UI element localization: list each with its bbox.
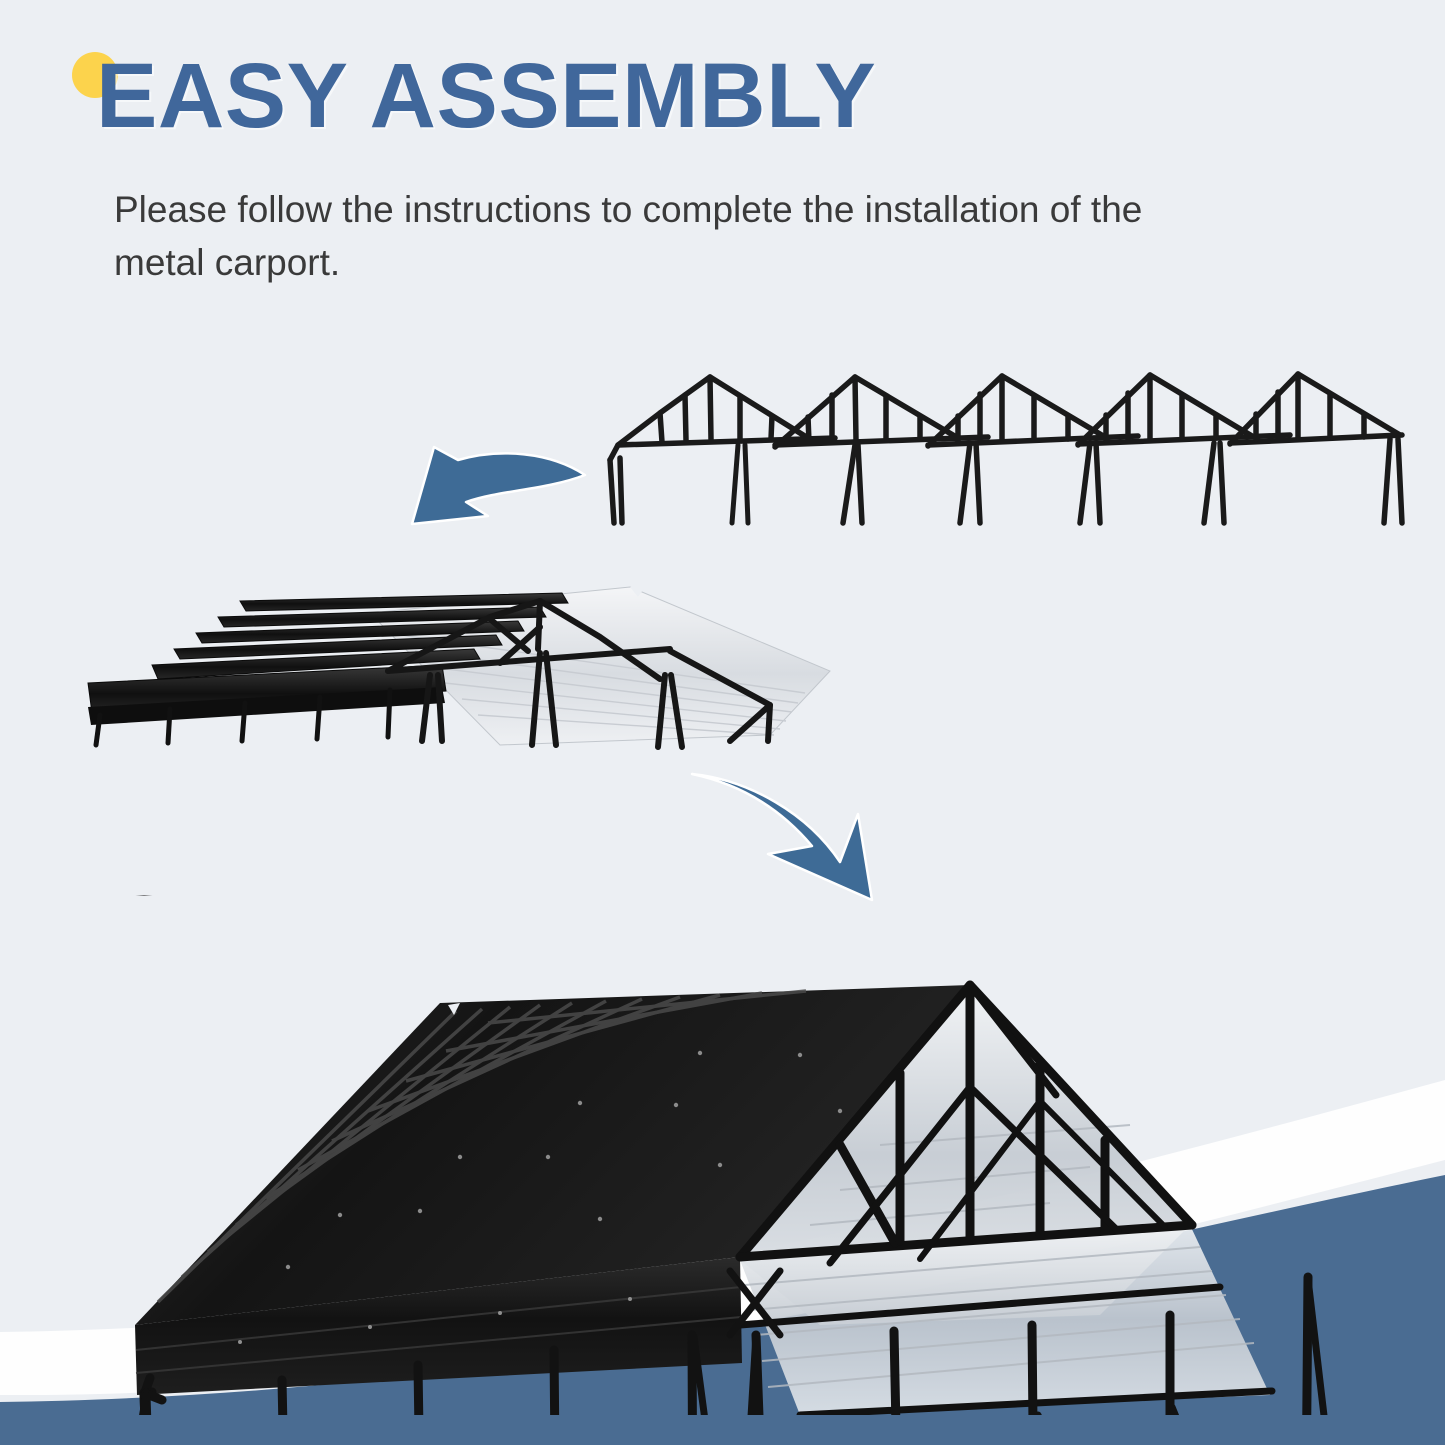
carport-posts-and-rails bbox=[139, 1272, 1328, 1415]
curved-arrow-icon bbox=[690, 772, 874, 902]
roof-dark-beams bbox=[87, 592, 569, 748]
roof-truss-structure bbox=[385, 598, 773, 750]
step-arrow-down-right bbox=[680, 762, 910, 912]
completed-metal-carport-illustration bbox=[40, 895, 1410, 1415]
page-title: EASY ASSEMBLY bbox=[96, 45, 877, 147]
roof-panel-assembly-illustration bbox=[70, 575, 850, 760]
carport-truss-frame-illustration bbox=[590, 355, 1420, 540]
carport-front-fascia bbox=[135, 1257, 742, 1395]
step-arrow-down-left bbox=[400, 432, 615, 557]
page-header: EASY ASSEMBLY Please follow the instruct… bbox=[0, 0, 1445, 300]
accent-dot-icon bbox=[72, 52, 118, 98]
page-subtitle: Please follow the instructions to comple… bbox=[114, 189, 1143, 283]
corner-x-brace bbox=[726, 1267, 784, 1339]
truss-frame-graphic bbox=[607, 371, 1405, 526]
carport-legs bbox=[135, 895, 153, 1415]
carport-roof bbox=[135, 985, 970, 1325]
carport-gable-frame bbox=[735, 980, 1276, 1415]
curved-arrow-icon bbox=[410, 445, 587, 526]
